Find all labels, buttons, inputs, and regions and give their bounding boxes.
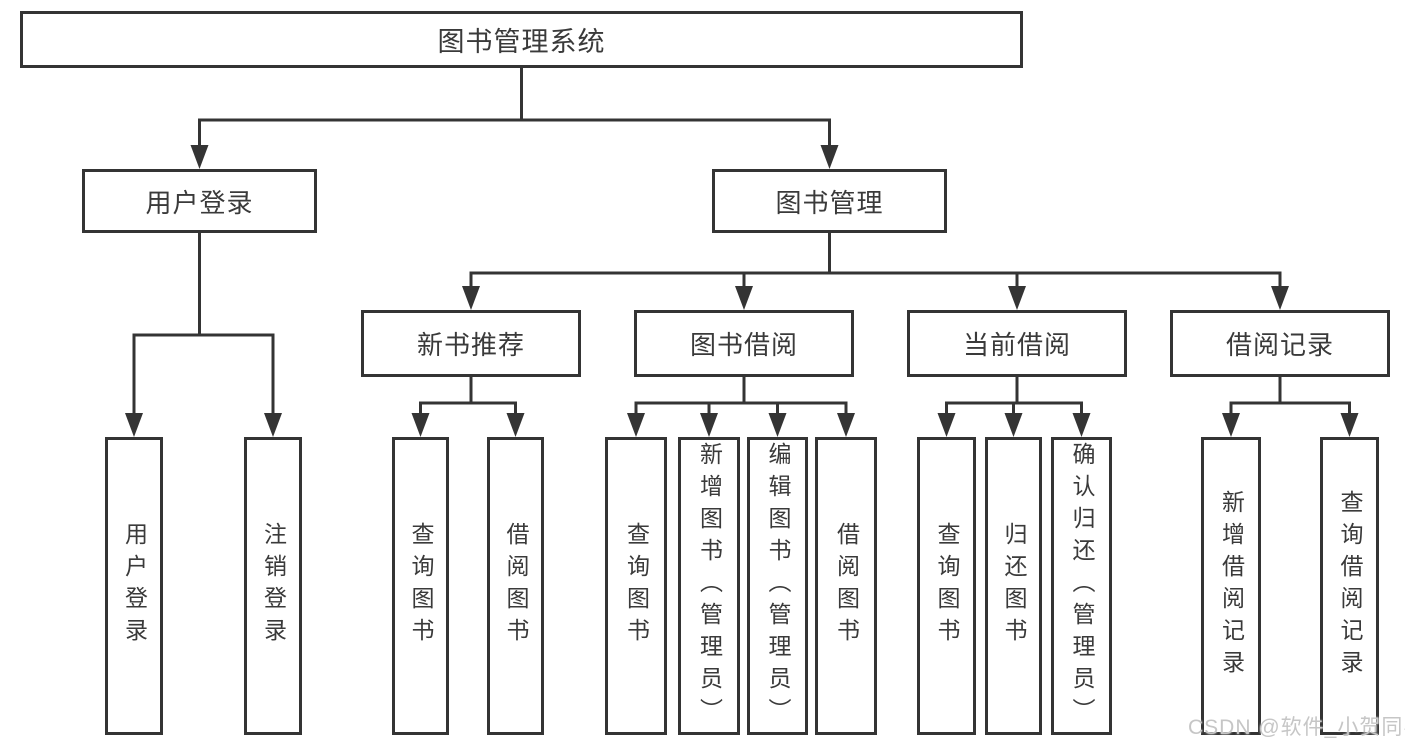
- leaf-edit-book-admin: 编辑图书（管理员）: [747, 437, 808, 735]
- leaf-confirm-return-admin: 确认归还（管理员）: [1051, 437, 1112, 735]
- node-user-login: 用户登录: [82, 169, 317, 233]
- leaf-borrow-book-recommend: 借阅图书: [487, 437, 544, 735]
- leaf-add-borrow-record: 新增借阅记录: [1201, 437, 1261, 735]
- node-new-book-recommendation: 新书推荐: [361, 310, 581, 377]
- node-book-management: 图书管理: [712, 169, 947, 233]
- leaf-borrow-book: 借阅图书: [815, 437, 877, 735]
- leaf-query-book-borrow: 查询图书: [605, 437, 667, 735]
- leaf-query-book-recommend: 查询图书: [392, 437, 449, 735]
- leaf-user-login: 用户登录: [105, 437, 163, 735]
- node-current-borrowing: 当前借阅: [907, 310, 1127, 377]
- node-book-borrowing: 图书借阅: [634, 310, 854, 377]
- csdn-watermark: CSDN @软件_小贺同学: [1188, 716, 1405, 739]
- leaf-query-book-current: 查询图书: [917, 437, 976, 735]
- leaf-query-borrow-record: 查询借阅记录: [1320, 437, 1379, 735]
- leaf-logout: 注销登录: [244, 437, 302, 735]
- node-borrowing-records: 借阅记录: [1170, 310, 1390, 377]
- node-library-management-system: 图书管理系统: [20, 11, 1023, 68]
- leaf-return-book: 归还图书: [985, 437, 1042, 735]
- leaf-add-book-admin: 新增图书（管理员）: [678, 437, 740, 735]
